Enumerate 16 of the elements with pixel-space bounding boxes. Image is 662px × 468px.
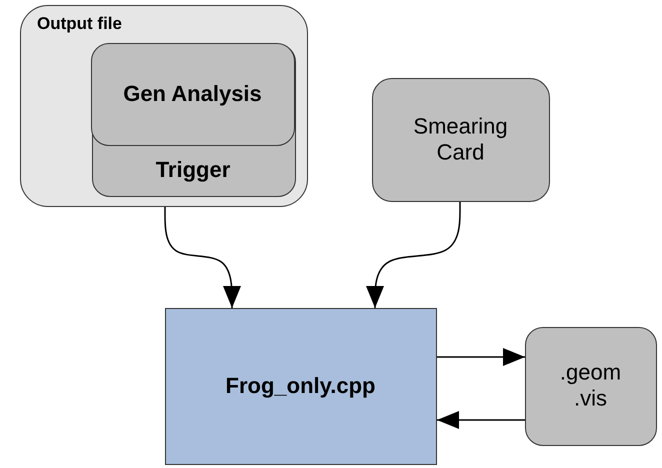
node-label: Gen Analysis xyxy=(122,80,263,108)
process-box xyxy=(91,43,295,146)
node-label: Output file xyxy=(37,14,122,34)
node-label: .geom .vis xyxy=(558,360,622,412)
process-box xyxy=(165,308,437,465)
container-box xyxy=(20,5,308,207)
arrow xyxy=(437,411,525,429)
process-box xyxy=(525,327,657,446)
node-label: Smearing Card xyxy=(412,113,509,166)
process-box xyxy=(92,44,296,196)
arrow xyxy=(164,207,241,308)
node-label: Trigger xyxy=(154,156,232,183)
node-label: Frog_only.cpp xyxy=(224,372,376,400)
arrow xyxy=(437,348,525,366)
arrow xyxy=(366,202,461,308)
process-box xyxy=(372,78,550,202)
